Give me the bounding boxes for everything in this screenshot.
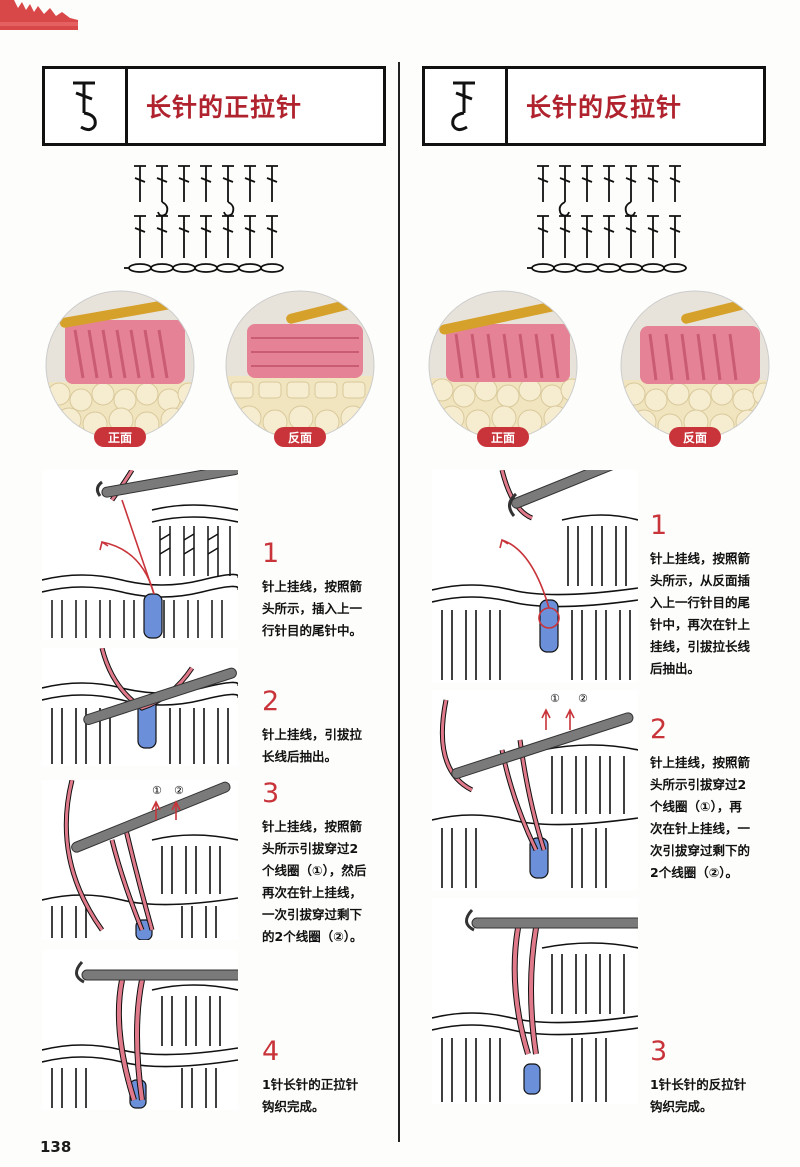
step-2-illustration: ① ② (432, 690, 638, 890)
corner-decoration (0, 0, 78, 30)
title-box: 长针的正拉针 (42, 66, 386, 146)
page-title: 长针的正拉针 (146, 93, 303, 122)
stitch-chart (124, 165, 284, 273)
step-1-number: 1 (650, 510, 668, 541)
step-2-number: 2 (650, 714, 668, 745)
step-3-number: 3 (262, 778, 280, 809)
step-2-number: 2 (262, 686, 280, 717)
step-3-text: 针上挂线，按照箭 头所示引拔穿过2 个线圈（①），然后 再次在针上挂线， 一次引… (262, 819, 367, 944)
step-4-number: 4 (262, 1036, 280, 1067)
arrow-label-2: ② (174, 784, 184, 797)
page-title: 长针的反拉针 (526, 93, 683, 122)
step-1-text: 针上挂线，按照箭 头所示，插入上一 行针目的尾针中。 (262, 579, 363, 638)
step-1-number: 1 (262, 538, 280, 569)
arrow-label-2: ② (578, 692, 588, 705)
step-2-illustration (42, 648, 238, 766)
front-post-dc-symbol-icon (45, 69, 128, 143)
front-side-photo (428, 290, 578, 440)
step-1-text: 针上挂线，按照箭 头所示，从反面插 入上一行针目的尾 针中，再次在针上 挂线，引… (650, 551, 751, 676)
front-side-badge: 正面 (94, 427, 146, 447)
front-post-dc-column: 长针的正拉针 (0, 0, 390, 1167)
back-post-dc-column: 长针的反拉针 (410, 0, 800, 1167)
step-4-text: 1针长针的正拉针 钩织完成。 (262, 1077, 359, 1114)
arrow-label-1: ① (550, 692, 560, 705)
front-side-photo (45, 290, 195, 440)
step-1-illustration (432, 470, 638, 682)
stitch-chart (527, 165, 687, 273)
step-2-text: 针上挂线，按照箭 头所示引拔穿过2 个线圈（①），再 次在针上挂线，一 次引拔穿… (650, 755, 751, 880)
front-side-badge: 正面 (477, 427, 529, 447)
back-side-badge: 反面 (669, 427, 721, 447)
step-2-text: 针上挂线，引拔拉 长线后抽出。 (262, 727, 363, 764)
step-1-illustration (42, 470, 238, 640)
back-side-badge: 反面 (274, 427, 326, 447)
back-side-photo (225, 290, 375, 440)
back-side-photo (620, 290, 770, 440)
step-3-text: 1针长针的反拉针 钩织完成。 (650, 1077, 747, 1114)
step-3-illustration (432, 898, 638, 1104)
back-post-dc-symbol-icon (425, 69, 508, 143)
title-box: 长针的反拉针 (422, 66, 766, 146)
step-3-illustration: ① ② (42, 780, 238, 940)
page-number: 138 (40, 1138, 72, 1156)
step-3-number: 3 (650, 1036, 668, 1067)
column-divider (398, 62, 400, 1142)
step-4-illustration (42, 950, 238, 1110)
arrow-label-1: ① (152, 784, 162, 797)
